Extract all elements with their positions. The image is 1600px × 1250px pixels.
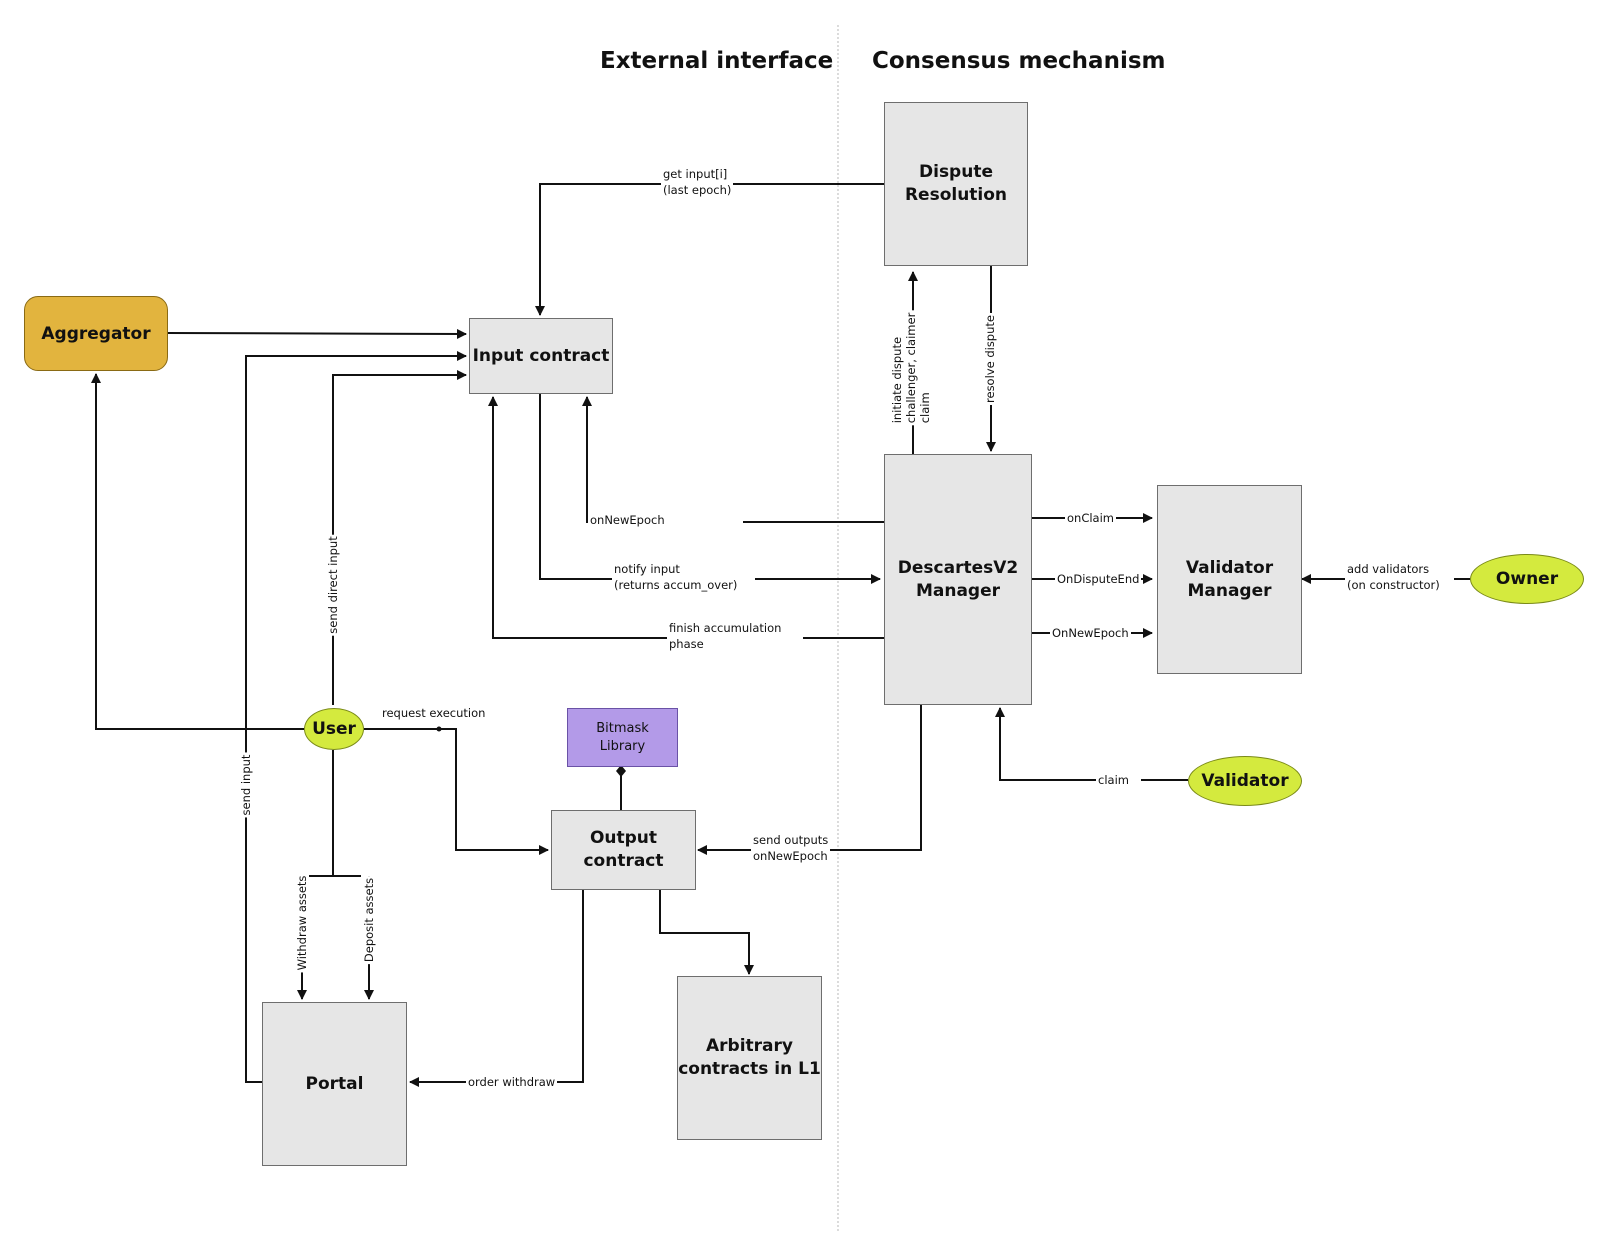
edge-get-input [535, 183, 884, 316]
node-user: User [304, 708, 364, 750]
label-order-withdraw: order withdraw [466, 1074, 558, 1090]
node-descartes-manager-label: DescartesV2 Manager [897, 557, 1019, 601]
node-bitmask-library-label: Bitmask Library [596, 720, 649, 754]
node-validator: Validator [1188, 756, 1302, 806]
node-bitmask-library: Bitmask Library [567, 708, 678, 767]
edge-aggregator-input [166, 328, 467, 339]
label-on-new-epoch-vm: OnNewEpoch [1050, 625, 1131, 641]
section-title-external: External interface [600, 48, 834, 74]
node-arbitrary-contracts-label: Arbitrary contracts in L1 [678, 1036, 821, 1079]
label-withdraw-assets: Withdraw assets [295, 873, 309, 973]
node-aggregator: Aggregator [24, 296, 168, 371]
edge-on-new-epoch [582, 396, 884, 523]
label-get-input: get input[i] (last epoch) [661, 166, 734, 198]
label-request-execution: request execution [380, 705, 488, 721]
label-send-input: send input [239, 752, 253, 818]
label-send-outputs: send outputs onNewEpoch [751, 832, 831, 864]
edge-claim [995, 707, 1188, 781]
node-portal: Portal [262, 1002, 407, 1166]
label-add-validators: add validators (on constructor) [1345, 561, 1454, 593]
node-validator-manager: Validator Manager [1157, 485, 1302, 674]
node-owner-label: Owner [1495, 569, 1559, 589]
edge-order-withdraw [409, 890, 584, 1087]
node-input-contract: Input contract [469, 318, 613, 394]
label-resolve-dispute: resolve dispute [983, 313, 997, 405]
label-send-direct-input: send direct input [326, 534, 340, 636]
node-output-contract: Output contract [551, 810, 696, 890]
node-validator-manager-label: Validator Manager [1185, 557, 1274, 601]
junction-dot [436, 726, 442, 732]
edge-request-execution [364, 728, 549, 855]
node-arbitrary-contracts: Arbitrary contracts in L1 [677, 976, 822, 1140]
label-claim: claim [1096, 772, 1141, 788]
label-finish-accumulation: finish accumulation phase [667, 620, 804, 652]
section-title-consensus: Consensus mechanism [872, 48, 1166, 74]
label-on-dispute-end: OnDisputeEnd [1055, 571, 1142, 587]
node-dispute-resolution-label: Dispute Resolution [904, 162, 1008, 205]
edge-send-direct-input [332, 370, 467, 705]
label-on-new-epoch: onNewEpoch [588, 512, 743, 528]
edge-user-aggregator [91, 373, 304, 730]
label-notify-input: notify input (returns accum_over) [612, 561, 756, 593]
node-validator-label: Validator [1201, 771, 1289, 791]
label-initiate-dispute: initiate dispute challenger, claimer cla… [890, 310, 932, 426]
edge-output-arbitrary [659, 890, 754, 975]
label-on-claim: onClaim [1065, 510, 1116, 526]
edge-notify-input [539, 394, 881, 584]
node-output-contract-label: Output contract [583, 828, 664, 871]
node-portal-label: Portal [305, 1073, 364, 1094]
node-dispute-resolution: Dispute Resolution [884, 102, 1028, 266]
node-owner: Owner [1470, 554, 1584, 604]
node-user-label: User [312, 719, 356, 739]
node-aggregator-label: Aggregator [41, 323, 151, 344]
node-input-contract-label: Input contract [472, 345, 610, 366]
node-descartes-manager: DescartesV2 Manager [884, 454, 1032, 705]
label-deposit-assets: Deposit assets [362, 875, 376, 965]
edge-send-outputs [697, 705, 922, 855]
edge-send-input [245, 351, 467, 1083]
